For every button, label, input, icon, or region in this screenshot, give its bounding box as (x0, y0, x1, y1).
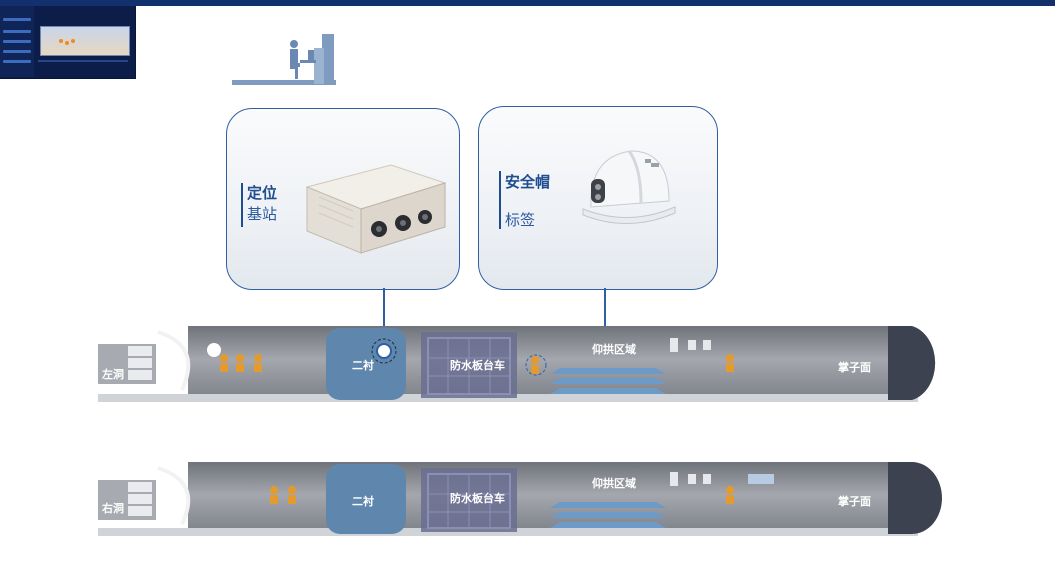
base-station-connector (383, 288, 385, 350)
operator-desk-icon (232, 34, 336, 85)
right-tunnel-arch: 仰拱区域 (592, 477, 636, 490)
helmet-tag-card: 安全帽 标签 (478, 106, 718, 290)
helmet-subtitle: 标签 (505, 211, 536, 229)
base-station-card: 定位 基站 (226, 108, 460, 290)
right-tunnel-trolley: 防水板台车 (450, 492, 505, 505)
left-tunnel-entrance: 左洞 (102, 368, 124, 381)
monitor-screen-thumbnail (0, 0, 1055, 79)
helmet-title: 安全帽 (505, 173, 551, 191)
right-tunnel-face: 掌子面 (838, 495, 871, 508)
base-station-device-icon (305, 164, 447, 254)
left-tunnel-arch: 仰拱区域 (592, 343, 636, 356)
left-tunnel-trolley: 防水板台车 (450, 359, 505, 372)
left-tunnel-face: 掌子面 (838, 361, 871, 374)
right-tunnel-entrance: 右洞 (102, 502, 124, 515)
right-tunnel-lining: 二衬 (352, 495, 374, 508)
left-tunnel-lining: 二衬 (352, 359, 374, 372)
base-station-subtitle: 基站 (247, 205, 278, 223)
left-tunnel (98, 326, 936, 402)
base-station-title: 定位 (247, 184, 278, 202)
safety-helmet-icon (582, 150, 676, 224)
right-tunnel (98, 462, 942, 536)
